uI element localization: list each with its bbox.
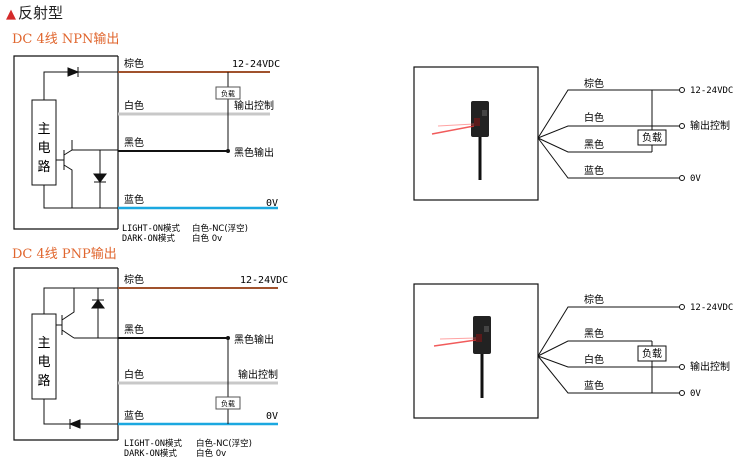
sensor-bottom-wire-label: 棕色 [584,293,604,306]
pnp-main-char: 主 [37,336,50,351]
sensor-bottom-diagram: 棕色 黑色 白色 蓝色 负载 12-24VDC 输出控制 0V [413,283,733,419]
sensor-top-diagram: 棕色 白色 黑色 蓝色 负载 12-24VDC 输出控制 0V [413,66,733,201]
section-title: ▲反射型 [6,2,63,23]
pnp-diode-icon [68,419,81,429]
sensor-top-wire-label: 白色 [584,111,604,124]
npn-main-char: 电 [37,141,50,156]
sensor-bottom-terminal-label: 12-24VDC [690,303,733,313]
npn-sensor-box [13,55,118,230]
pnp-supply-label: 12-24VDC [240,275,288,286]
sensor-top-terminal-label: 12-24VDC [690,86,733,96]
pnp-load-label: 负载 [221,399,235,408]
npn-load-box [215,86,241,100]
npn-main-char: 路 [37,159,50,175]
triangle-marker-icon: ▲ [6,7,16,22]
npn-subtitle: DC 4线 NPN输出 [12,32,120,47]
pnp-main-char: 路 [37,373,50,389]
npn-lighton-value: 白色-NC(浮空) [192,223,248,234]
npn-darkon-value: 白色 0v [192,233,222,244]
sensor-top-terminal-label: 0V [690,174,701,184]
pnp-diagram: 主 电 路 棕色 黑色 白色 蓝色 12-24VDC 黑色输出 输出控制 负载 … [13,267,288,459]
npn-control-label: 输出控制 [234,99,274,112]
npn-supply-label: 12-24VDC [232,59,280,70]
sensor-bottom-load-label: 负载 [642,347,662,360]
pnp-darkon-value: 白色 0v [196,448,226,459]
pnp-main-circuit [31,313,57,400]
pnp-blue-label: 蓝色 [124,409,144,422]
sensor-top-terminal-label: 输出控制 [690,119,730,132]
pnp-black-label: 黑色 [124,323,144,336]
sensor-bottom-wire-label: 白色 [584,353,604,366]
sensor-bottom-wire-label: 蓝色 [584,379,604,392]
sensor-bottom-terminal-label: 0V [690,389,701,399]
pnp-darkon-label: DARK-ON模式 [124,448,177,459]
pnp-zero-label: 0V [266,411,278,422]
npn-blackout-label: 黑色输出 [234,146,274,159]
sensor-bottom-wire-label: 黑色 [584,327,604,340]
npn-diode-icon [67,67,80,77]
pnp-subtitle: DC 4线 PNP输出 [12,247,117,262]
pnp-lighton-value: 白色-NC(浮空) [196,438,252,449]
npn-blue-label: 蓝色 [124,193,144,206]
sensor-top-wire-label: 棕色 [584,77,604,90]
npn-brown-label: 棕色 [124,57,144,70]
pnp-main-char: 电 [37,355,50,370]
npn-zener-icon [93,173,107,183]
section-title-text: 反射型 [18,4,64,22]
npn-white-label: 白色 [124,99,144,112]
sensor-top-load-label: 负载 [642,131,662,144]
sensor-top-load-box [637,129,667,146]
sensor-bottom-load-box [637,345,667,362]
sensor-top-photo [431,101,489,180]
npn-lighton-label: LIGHT-ON模式 [122,223,180,234]
pnp-sensor-box [13,267,118,441]
pnp-white-label: 白色 [124,368,144,381]
sensor-top-wire-label: 蓝色 [584,164,604,177]
pnp-brown-label: 棕色 [124,273,144,286]
pnp-zener-icon [91,299,105,309]
sensor-bottom-photo [433,316,491,398]
npn-diagram: 主 电 路 棕色 白色 黑色 蓝色 12-24VDC 负载 输出控制 黑色输出 … [13,55,280,244]
pnp-blackout-label: 黑色输出 [234,333,274,346]
sensor-top-wire-label: 黑色 [584,138,604,151]
pnp-load-box [215,396,241,410]
npn-zero-label: 0V [266,198,278,209]
npn-black-label: 黑色 [124,136,144,149]
npn-main-char: 主 [37,122,50,137]
pnp-lighton-label: LIGHT-ON模式 [124,438,182,449]
pnp-control-label: 输出控制 [238,368,278,381]
npn-load-label: 负载 [221,89,235,98]
npn-darkon-label: DARK-ON模式 [122,233,175,244]
sensor-bottom-terminal-label: 输出控制 [690,360,730,373]
